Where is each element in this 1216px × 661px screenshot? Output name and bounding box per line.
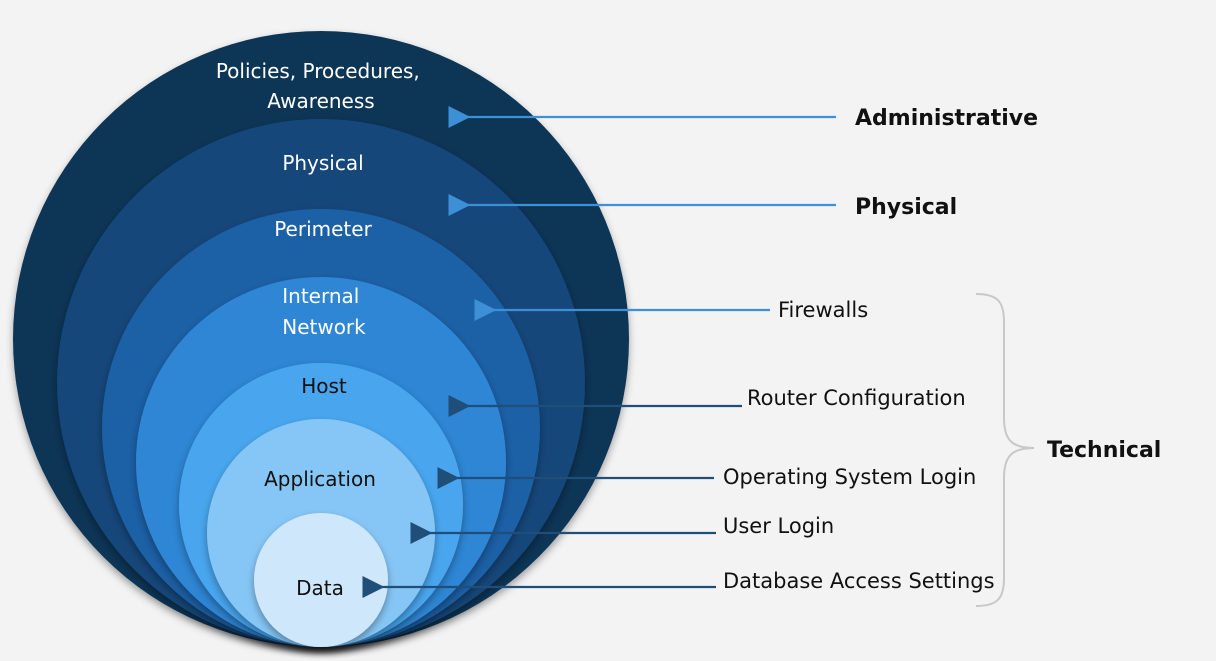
layer-circles bbox=[13, 31, 629, 647]
layer-label-internal-network: Internal Network bbox=[282, 284, 366, 339]
layer-label-data: Data bbox=[296, 576, 344, 600]
category-technical: Technical bbox=[1047, 438, 1161, 463]
layer-label-host: Host bbox=[301, 374, 347, 398]
right-labels: Administrative Physical Firewalls Router… bbox=[723, 106, 1161, 593]
layer-label-physical: Physical bbox=[282, 151, 363, 175]
control-user-login: User Login bbox=[723, 514, 834, 538]
control-operating-system-login: Operating System Login bbox=[723, 465, 976, 489]
layer-label-perimeter: Perimeter bbox=[274, 217, 372, 241]
layer-ring-data bbox=[254, 513, 388, 647]
control-router-configuration: Router Configuration bbox=[747, 386, 966, 410]
layer-label-policies: Policies, Procedures, Awareness bbox=[216, 59, 426, 113]
technical-brace bbox=[975, 293, 1035, 607]
category-administrative: Administrative bbox=[855, 106, 1038, 131]
arrows bbox=[362, 106, 836, 598]
category-physical: Physical bbox=[855, 195, 957, 220]
control-firewalls: Firewalls bbox=[778, 298, 868, 322]
control-database-access-settings: Database Access Settings bbox=[723, 569, 995, 593]
layer-labels: Policies, Procedures, Awareness Physical… bbox=[216, 59, 426, 600]
layer-label-application: Application bbox=[264, 467, 376, 491]
